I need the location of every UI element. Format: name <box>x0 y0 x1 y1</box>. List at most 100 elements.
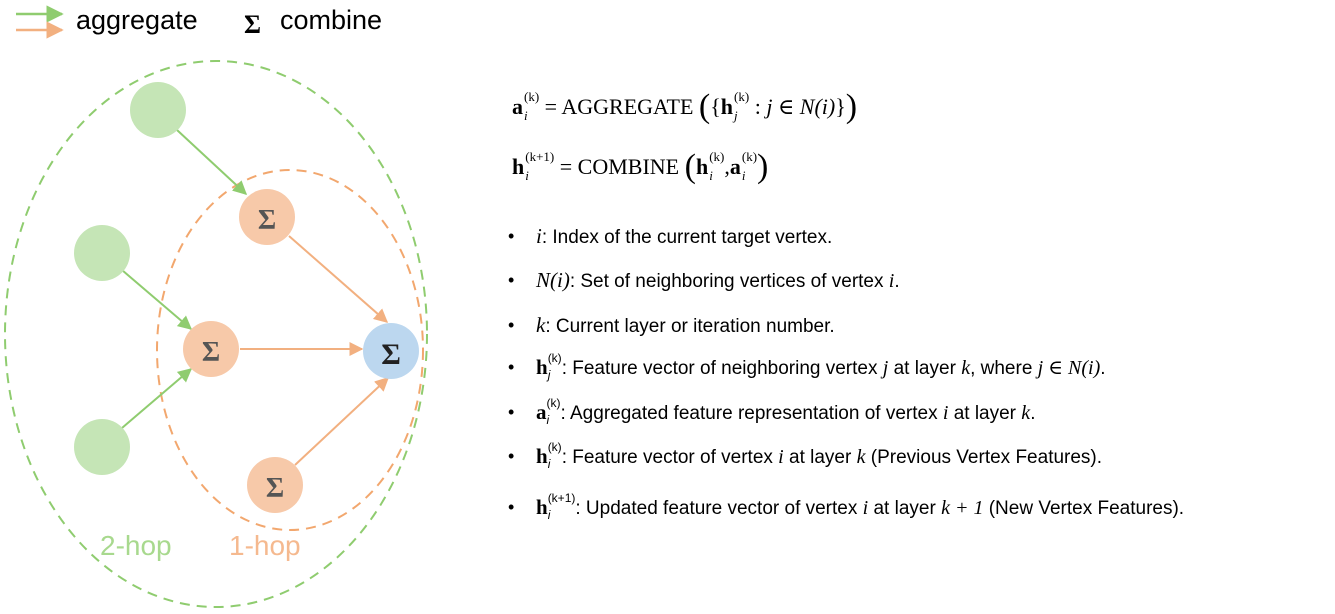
two-hop-node <box>74 419 130 475</box>
def-symbol: h <box>536 495 548 520</box>
def-indices: (k+1)i <box>548 492 576 521</box>
aggregate-equation: a(k)i = AGGREGATE ({h(k)j : j ∈ N(i)}) <box>512 90 857 126</box>
def-text: at layer <box>888 358 962 380</box>
sigma-symbol: Σ <box>202 337 220 368</box>
def-var: k + 1 <box>941 497 984 520</box>
def-var: k <box>1021 402 1031 425</box>
aggregate-edge <box>176 129 248 195</box>
def-text: (Previous Vertex Features). <box>865 447 1103 469</box>
sigma-symbol: Σ <box>266 473 284 504</box>
definition-item: i: Index of the current target vertex. <box>508 224 833 248</box>
eq1-equals: = <box>544 94 558 120</box>
one-hop-node <box>239 189 295 245</box>
definition-item: k: Current layer or iteration number. <box>508 313 835 337</box>
eq1-lhs-indices: (k) i <box>524 90 539 123</box>
def-symbol: h <box>536 444 548 469</box>
def-text: : Current layer or iteration number. <box>545 316 835 337</box>
eq1-operator: AGGREGATE <box>561 94 694 120</box>
target-node <box>363 323 419 379</box>
eq1-lhs-sub: i <box>524 108 528 123</box>
eq1-h-sup: (k) <box>734 89 750 104</box>
def-indices: (k) i <box>546 397 561 427</box>
legend: aggregate Σ combine <box>16 5 382 39</box>
eq2-left-paren: ( <box>684 148 696 185</box>
one-hop-ring <box>156 169 424 531</box>
one-hop-node <box>183 321 239 377</box>
def-text: . <box>1100 358 1106 380</box>
eq2-operator: COMBINE <box>577 154 680 180</box>
aggregate-edge <box>121 269 193 330</box>
aggregate-edge <box>121 368 193 429</box>
eq2-lhs-symbol: h <box>512 154 525 180</box>
definition-item: a(k)i: Aggregated feature representation… <box>508 397 1036 427</box>
eq1-lhs-sup: (k) <box>524 89 540 104</box>
two-hop-node <box>130 82 186 138</box>
eq2-comma: , <box>724 154 730 180</box>
def-var: k <box>961 357 971 380</box>
combine-equation: h(k+1)i = COMBINE (h(k)i,a(k)i) <box>512 150 768 186</box>
def-text: (New Vertex Features). <box>983 498 1185 520</box>
def-sub: i <box>546 413 550 427</box>
def-symbol: k <box>536 313 546 337</box>
def-text: : Set of neighboring vertices of vertex <box>569 271 889 292</box>
def-text: : Aggregated feature representation of v… <box>560 403 943 425</box>
eq2-a-sup: (k) <box>741 149 758 164</box>
def-text: : Feature vector of vertex <box>561 447 779 469</box>
combine-edge <box>288 235 389 323</box>
eq1-colon: : <box>754 94 761 120</box>
def-var: i <box>942 402 949 425</box>
eq2-a-symbol: a <box>729 154 741 180</box>
eq2-h-symbol: h <box>695 154 709 180</box>
def-text: . <box>894 271 900 292</box>
def-symbol: i <box>536 224 542 248</box>
definition-item: h(k)i: Feature vector of vertex i at lay… <box>508 441 1103 471</box>
two-hop-ring <box>4 60 428 608</box>
def-symbol: h <box>536 355 548 380</box>
def-var: i <box>778 446 784 469</box>
eq1-N: N <box>799 94 815 120</box>
def-var: i <box>888 270 895 292</box>
definition-item: N(i): Set of neighboring vertices of ver… <box>508 268 900 292</box>
eq1-right-paren: ) <box>845 88 858 125</box>
def-text: at layer <box>868 498 942 520</box>
def-text: : Feature vector of neighboring vertex <box>561 358 883 380</box>
def-indices: (k) i <box>547 441 562 471</box>
one-hop-label: 1-hop <box>229 530 301 561</box>
gnn-diagram: aggregate Σ combine Σ Σ Σ Σ 2-hop 1-hop <box>4 5 428 608</box>
eq1-left-paren: ( <box>698 88 711 125</box>
def-sup: (k) <box>547 351 562 365</box>
def-text: . <box>1030 403 1036 425</box>
def-var: k <box>856 446 866 469</box>
eq1-h-indices: (k) j <box>734 90 749 123</box>
eq1-set-open: { <box>710 94 721 120</box>
eq2-right-paren: ) <box>757 148 769 185</box>
eq2-h-indices: (k) i <box>709 150 724 183</box>
eq2-lhs-sub: i <box>525 168 529 183</box>
combine-edge <box>294 377 390 466</box>
eq2-a-indices: (k)i <box>742 150 757 182</box>
definition-item: h(k+1)i: Updated feature vector of verte… <box>508 492 1185 521</box>
eq2-lhs-sup: (k+1) <box>525 149 555 164</box>
sigma-symbol: Σ <box>381 338 401 371</box>
eq2-h-sub: i <box>709 168 713 183</box>
def-var: j ∈ N(i) <box>1037 357 1101 380</box>
definition-item: h(k)j: Feature vector of neighboring ver… <box>508 352 1106 381</box>
eq2-lhs-indices: (k+1) i <box>525 150 554 183</box>
eq1-set-close: } <box>835 94 846 120</box>
def-indices: (k)j <box>548 352 562 381</box>
def-var: j <box>882 357 889 380</box>
def-sup: (k) <box>546 396 561 410</box>
eq2-h-sup: (k) <box>709 149 725 164</box>
def-sup: (k+1) <box>547 491 576 505</box>
def-text: at layer <box>783 447 857 469</box>
eq1-h-sub: j <box>734 108 738 123</box>
def-sup: (k) <box>547 440 562 454</box>
def-sub: i <box>547 457 551 471</box>
def-text: : Index of the current target vertex. <box>541 227 833 248</box>
eq1-in: ∈ <box>777 94 795 120</box>
legend-sigma-symbol: Σ <box>244 10 261 39</box>
def-symbol: N(i) <box>536 268 570 292</box>
eq1-h-symbol: h <box>720 94 734 120</box>
def-text: at layer <box>948 403 1022 425</box>
sigma-symbol: Σ <box>258 205 276 236</box>
